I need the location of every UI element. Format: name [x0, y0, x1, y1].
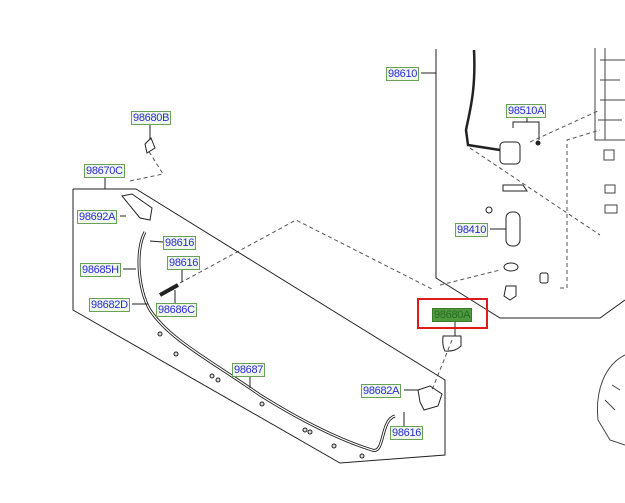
part-label-98686C[interactable]: 98686C [156, 303, 197, 317]
vehicle-outline [596, 354, 625, 446]
hose-clips [157, 331, 365, 459]
reservoir-hose [464, 49, 501, 152]
part-label-98616[interactable]: 98616 [390, 426, 424, 440]
part-label-98670C[interactable]: 98670C [84, 164, 125, 178]
part-label-98410[interactable]: 98410 [455, 223, 489, 237]
part-label-98687[interactable]: 98687 [232, 363, 266, 377]
leader-lines-dashed [129, 109, 601, 391]
nozzle-98682A [417, 385, 443, 411]
part-label-98610[interactable]: 98610 [386, 67, 420, 81]
reservoir-cap-98680A [442, 335, 462, 352]
nozzle-98680B [144, 137, 156, 154]
part-label-98616[interactable]: 98616 [167, 256, 201, 270]
reservoir-panel-outline [421, 49, 625, 319]
selected-part-highlight [417, 298, 488, 329]
connector-98686C [159, 283, 179, 297]
part-label-98680A-selected[interactable]: 98680A [432, 308, 473, 322]
part-label-98685H[interactable]: 98685H [80, 263, 121, 277]
hose-panel-outline [72, 176, 446, 464]
part-label-98692A[interactable]: 98692A [77, 210, 118, 224]
washer-pump-98510A [499, 116, 541, 165]
part-label-98682D[interactable]: 98682D [89, 298, 130, 312]
part-label-98680B[interactable]: 98680B [131, 111, 172, 125]
part-label-98682A[interactable]: 98682A [361, 384, 402, 398]
washer-motor-98410 [485, 184, 549, 301]
washer-reservoir-tank [594, 48, 625, 214]
part-label-98616[interactable]: 98616 [163, 236, 197, 250]
nozzle-98692A [121, 193, 153, 221]
part-label-98510A[interactable]: 98510A [506, 104, 547, 118]
leader-lines [123, 240, 251, 388]
